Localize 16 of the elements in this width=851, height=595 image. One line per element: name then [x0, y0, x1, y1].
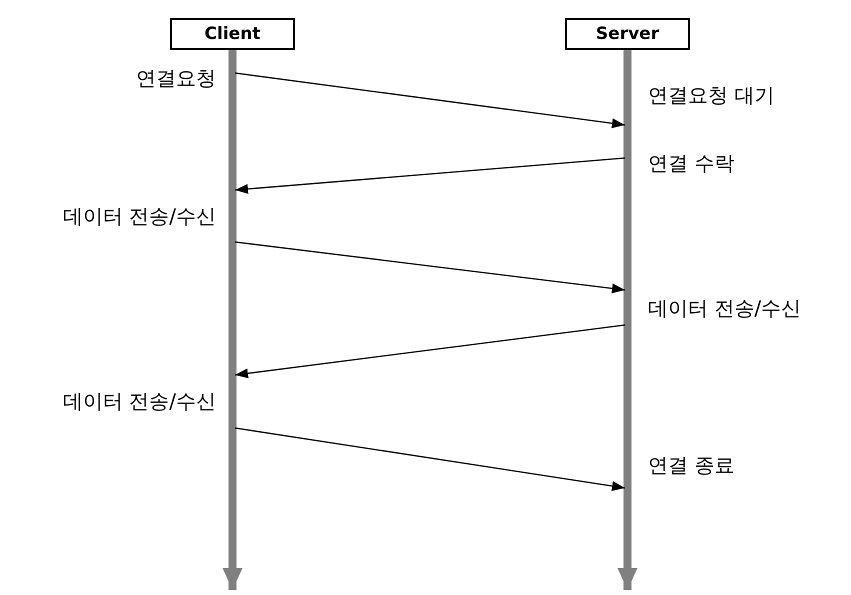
- message-arrow: [234, 72, 626, 128]
- message-arrow: [234, 324, 626, 378]
- lifeline-header-box: Server: [565, 18, 690, 50]
- message-label: 연결 수락: [622, 148, 772, 178]
- message-label: 연결요청: [40, 60, 238, 96]
- message-label: 데이터 전송/수신: [8, 370, 238, 432]
- lifeline-arrow: [618, 50, 638, 590]
- message-arrow: [234, 241, 626, 294]
- message-arrow: [234, 157, 626, 194]
- message-label: 데이터 전송/수신: [622, 288, 844, 328]
- message-arrow: [234, 427, 626, 491]
- message-label: 연결 종료: [622, 452, 772, 490]
- lifeline-arrow: [222, 50, 242, 590]
- message-label: 데이터 전송/수신: [8, 186, 238, 246]
- lifeline-header-box: Client: [170, 18, 295, 50]
- message-label: 연결요청 대기: [622, 82, 842, 128]
